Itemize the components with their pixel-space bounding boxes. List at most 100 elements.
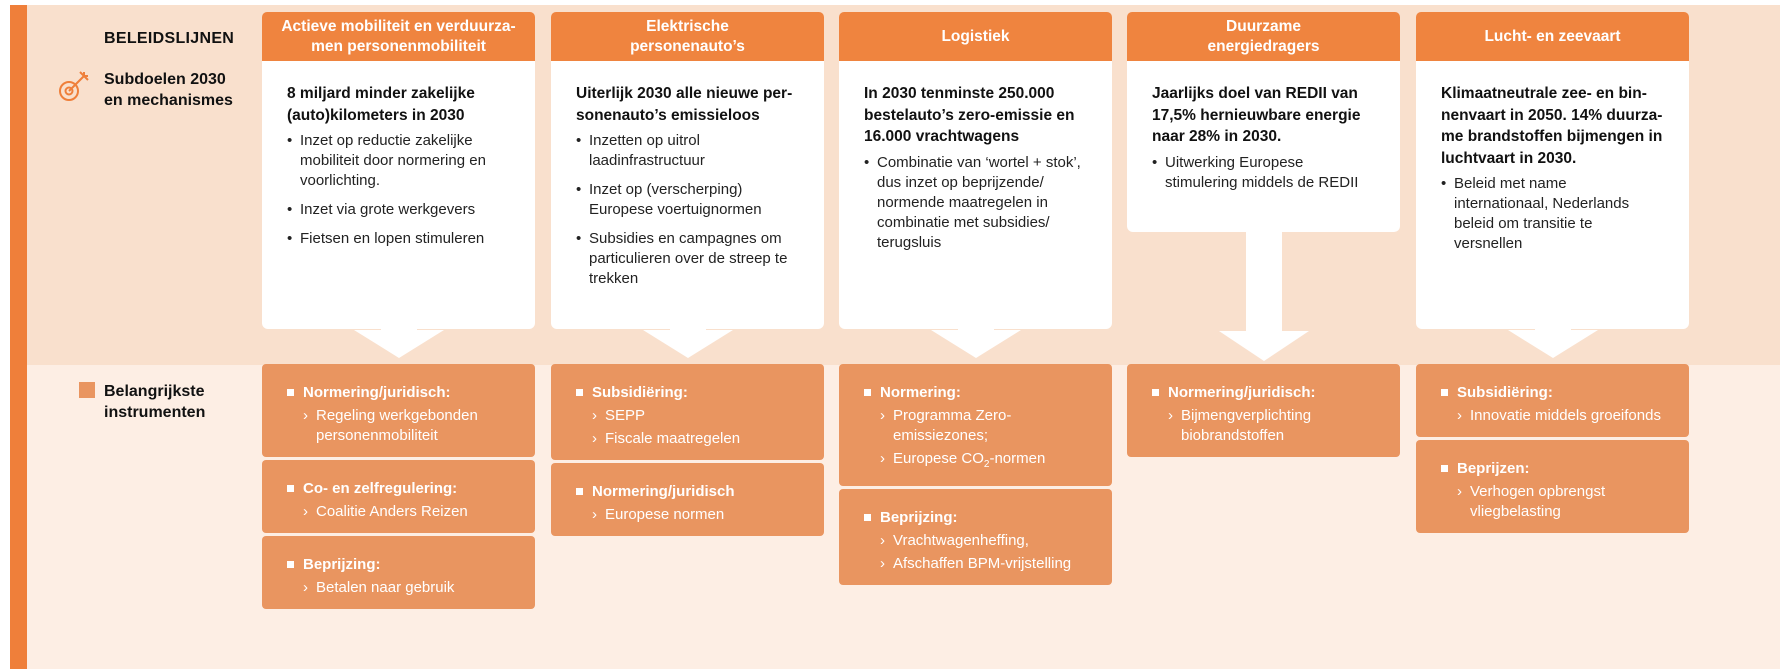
mechanism-line: Inzet via grote werkgevers [300,201,476,218]
instrument-block: Normering/juridisch:›Bijmengverplichting… [1127,364,1400,457]
chevron-right-icon: › [592,407,597,424]
instrument-type: Subsidiëring: [1441,383,1675,403]
down-arrow-icon [930,316,1021,358]
column-header: Elektrische personenauto’s [551,12,824,61]
instrumenten-label-line1: Belangrijkste [104,383,205,400]
column-header-line: Duurzame [1226,17,1301,35]
mechanism-line: laadinfrastructuur [589,152,705,169]
instrument-block: Co- en zelfregulering:›Coalitie Anders R… [262,460,535,533]
mechanism-bullet: Inzet op (verscherping)Europese voertuig… [576,180,804,220]
instrument-item: ›Innovatie middels groeifonds [1441,406,1675,426]
mechanism-bullet: Fietsen en lopen stimuleren [287,229,515,249]
subgoal-text: 8 miljard minder zakelijke (auto)kilomete… [287,83,515,126]
chevron-right-icon: › [880,555,885,572]
instrument-item-line: Bijmengverplichting [1181,407,1312,424]
square-icon [79,382,95,398]
chevron-right-icon: › [1168,407,1173,424]
subgoal-line: luchtvaart in 2030. [1441,149,1577,167]
column-goal-body: Uiterlijk 2030 alle nieuwe per-sonenauto… [551,61,824,329]
column-header-line: Elektrische [646,17,729,35]
subgoal-line: naar 28% in 2030. [1152,128,1282,145]
down-arrow-shape [930,316,1021,358]
instrument-item-line: Fiscale maatregelen [605,430,741,447]
mechanism-line: internationaal, Nederlands [1454,195,1630,212]
instrument-item-line: Afschaffen BPM-vrijstelling [893,555,1072,572]
instrument-block: Normering/juridisch:›Regeling werkgebond… [262,364,535,457]
instrument-item-line: Innovatie middels groeifonds [1470,407,1661,424]
column-header-line: Logistiek [941,27,1010,45]
instrument-column: Normering:›Programma Zero-emissiezones;›… [839,364,1112,588]
instrument-item: ›Vrachtwagenheffing, [864,531,1098,551]
instrument-type: Beprijzing: [287,555,521,575]
column-header: Duurzame energiedragers [1127,12,1400,61]
mechanism-line: Inzetten op uitrol [589,132,700,149]
subdoelen-label-line2: en mechanismes [104,92,233,109]
instrument-type: Beprijzing: [864,508,1098,528]
subgoal-line: (auto)kilometers in 2030 [287,106,465,124]
instrument-type: Subsidiëring: [576,383,810,403]
chevron-right-icon: › [303,503,308,520]
subgoal-line: me brandstoffen bijmengen in [1441,128,1663,145]
subgoal-line: sonenauto’s emissieloos [576,106,760,124]
mechanism-line: trekken [589,270,639,287]
subgoal-text: Jaarlijks doel van REDII van 17,5% hernie… [1152,83,1380,148]
instrumenten-label: Belangrijkste instrumenten [104,381,205,423]
column-goal-body: Jaarlijks doel van REDII van 17,5% hernie… [1127,61,1400,232]
subgoal-line: 17,5% hernieuwbare energie [1152,106,1361,124]
instrument-block: Beprijzing: ›Vrachtwagenheffing, › Afschaff… [839,489,1112,585]
instrument-block: Subsidiëring: › SEPP› Fiscale maatregelen [551,364,824,460]
beleidslijnen-label: BELEIDSLIJNEN [104,30,235,47]
instrument-item-line: Regeling werkgebonden [316,407,478,424]
instrument-column: Normering/juridisch: › Regeling werkgebond… [262,364,535,612]
column-header-text: Lucht- en zeevaart [1484,27,1620,47]
subgoal-line: Jaarlijks doel van REDII van [1152,85,1358,102]
down-arrow-icon [1218,231,1309,361]
subdoelen-label-line1: Subdoelen 2030 [104,71,226,88]
instrument-item: ›Europese CO2-normen [864,449,1098,475]
mechanism-line: beleid om transitie te [1454,215,1593,232]
column-header-line: Actieve mobiliteit en verduurza- [281,17,516,35]
down-arrow-icon [353,316,444,358]
instrument-item-line: Europese normen [605,506,725,523]
chevron-right-icon: › [303,579,308,596]
mechanism-line: mobiliteit door normering en [300,152,486,169]
down-arrow-shape [1218,231,1309,361]
subgoal-line: Klimaatneutrale zee- en bin- [1441,85,1647,102]
mechanism-line: Uitwerking Europese [1165,153,1304,171]
subdoelen-label: Subdoelen 2030 en mechanismes [104,69,233,111]
column-goal-body: 8 miljard minder zakelijke (auto)kilomete… [262,61,535,329]
instrument-item-line: SEPP [605,407,646,424]
instrument-item-line: emissiezones; [893,427,989,444]
column-header-line: personenauto’s [630,37,745,55]
instrument-item: › SEPP [576,406,810,426]
mechanism-line: terugsluis [877,233,942,251]
chevron-right-icon: › [880,450,885,467]
down-arrow-shape [353,316,444,358]
mechanism-line: voorlichting. [300,172,381,189]
subgoal-line: 16.000 vrachtwagens [864,128,1020,145]
subgoal-text: Klimaatneutrale zee- en bin-nenvaart in … [1441,83,1669,169]
mechanism-line: Subsidies en campagnes om [589,230,782,247]
instrument-item-line: Betalen naar gebruik [316,579,455,596]
instrumenten-label-line2: instrumenten [104,404,206,421]
instrument-type: Normering/juridisch: [287,383,521,403]
subgoal-line: Uiterlijk 2030 alle nieuwe per- [576,85,793,102]
chevron-right-icon: › [880,407,885,424]
mechanism-line: dus inzet op beprijzende/ [877,173,1044,191]
subgoal-line: 8 miljard minder zakelijke [287,85,475,102]
down-arrow-shape [1507,316,1598,358]
column-header-line: energiedragers [1207,37,1320,55]
instrument-type: Normering/juridisch [576,482,810,502]
left-accent-bar [10,5,27,669]
down-arrow-icon [1507,316,1598,358]
column-goal-body: Klimaatneutrale zee- en bin-nenvaart in … [1416,61,1689,329]
